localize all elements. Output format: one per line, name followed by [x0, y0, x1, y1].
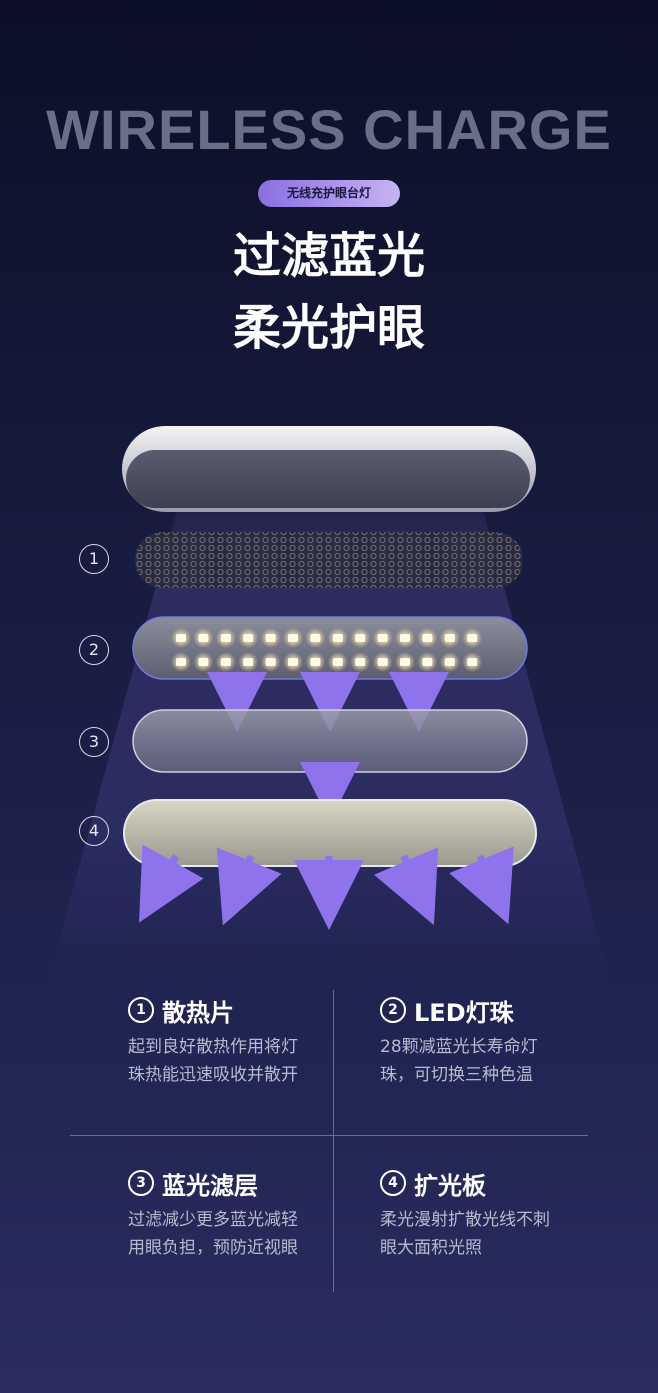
- led-bead: [400, 658, 410, 666]
- led-bead: [444, 658, 455, 666]
- feature-number: 1: [128, 997, 154, 1023]
- led-bead: [467, 658, 478, 666]
- arrow-out: [216, 847, 282, 926]
- led-bead: [265, 658, 276, 666]
- led-bead: [377, 634, 388, 642]
- layer-number: 1: [79, 544, 109, 574]
- headline-line-1: 过滤蓝光: [232, 228, 425, 284]
- led-bead: [265, 634, 276, 642]
- layer-number: 4: [79, 816, 109, 846]
- feature-cell-heat-sink: 1 散热片 起到良好散热作用将灯珠热能迅速吸收并散开: [128, 993, 368, 1089]
- led-bead: [310, 634, 321, 642]
- led-bead: [444, 634, 455, 642]
- grid-divider-vertical: [333, 990, 334, 1292]
- feature-title: 蓝光滤层: [162, 1171, 258, 1200]
- feature-desc: 起到良好散热作用将灯珠热能迅速吸收并散开: [128, 1037, 298, 1085]
- feature-desc: 28颗减蓝光长寿命灯珠，可切换三种色温: [380, 1037, 538, 1085]
- led-bead: [176, 658, 186, 666]
- led-bead: [198, 634, 209, 642]
- heat-sink-layer: [135, 532, 523, 588]
- grid-divider-horizontal: [70, 1135, 588, 1136]
- arrow-out: [449, 846, 514, 925]
- headline-line-2: 柔光护眼: [232, 300, 425, 356]
- hero-title: WIRELESS CHARGE: [46, 98, 612, 161]
- led-bead: [355, 634, 366, 642]
- arrow-out: [373, 846, 439, 926]
- feature-cell-diffuser: 4 扩光板 柔光漫射扩散光线不刺眼大面积光照: [380, 1166, 620, 1262]
- led-bead: [332, 634, 343, 642]
- feature-title: 散热片: [162, 998, 234, 1027]
- feature-cell-filter: 3 蓝光滤层 过滤减少更多蓝光减轻用眼负担，预防近视眼: [128, 1166, 368, 1262]
- led-bead: [400, 634, 410, 642]
- feature-desc: 过滤减少更多蓝光减轻用眼负担，预防近视眼: [128, 1210, 298, 1258]
- led-bead: [422, 634, 433, 642]
- feature-title: LED灯珠: [414, 998, 514, 1027]
- led-bead: [220, 634, 231, 642]
- layer-number: 3: [79, 727, 109, 757]
- feature-title: 扩光板: [414, 1171, 486, 1200]
- led-bead: [288, 634, 298, 642]
- led-bead: [422, 658, 433, 666]
- feature-desc: 柔光漫射扩散光线不刺眼大面积光照: [380, 1210, 550, 1258]
- led-bead: [220, 658, 231, 666]
- product-tag: 无线充护眼台灯: [258, 180, 400, 207]
- led-bead: [288, 658, 298, 666]
- feature-number: 2: [380, 997, 406, 1023]
- led-beads: [171, 628, 483, 672]
- led-bead: [310, 658, 321, 666]
- led-bead: [198, 658, 209, 666]
- led-bead: [243, 658, 254, 666]
- exploded-lamp-illustration: [48, 426, 610, 980]
- led-bead: [243, 634, 254, 642]
- led-bead: [332, 658, 343, 666]
- led-bead: [467, 634, 478, 642]
- led-bead: [355, 658, 366, 666]
- feature-cell-led: 2 LED灯珠 28颗减蓝光长寿命灯珠，可切换三种色温: [380, 993, 620, 1089]
- layer-number: 2: [79, 635, 109, 665]
- feature-number: 3: [128, 1170, 154, 1196]
- lamp-top-glass: [126, 450, 530, 508]
- led-bead: [377, 658, 388, 666]
- led-bead: [176, 634, 186, 642]
- arrow-out: [139, 844, 204, 923]
- feature-number: 4: [380, 1170, 406, 1196]
